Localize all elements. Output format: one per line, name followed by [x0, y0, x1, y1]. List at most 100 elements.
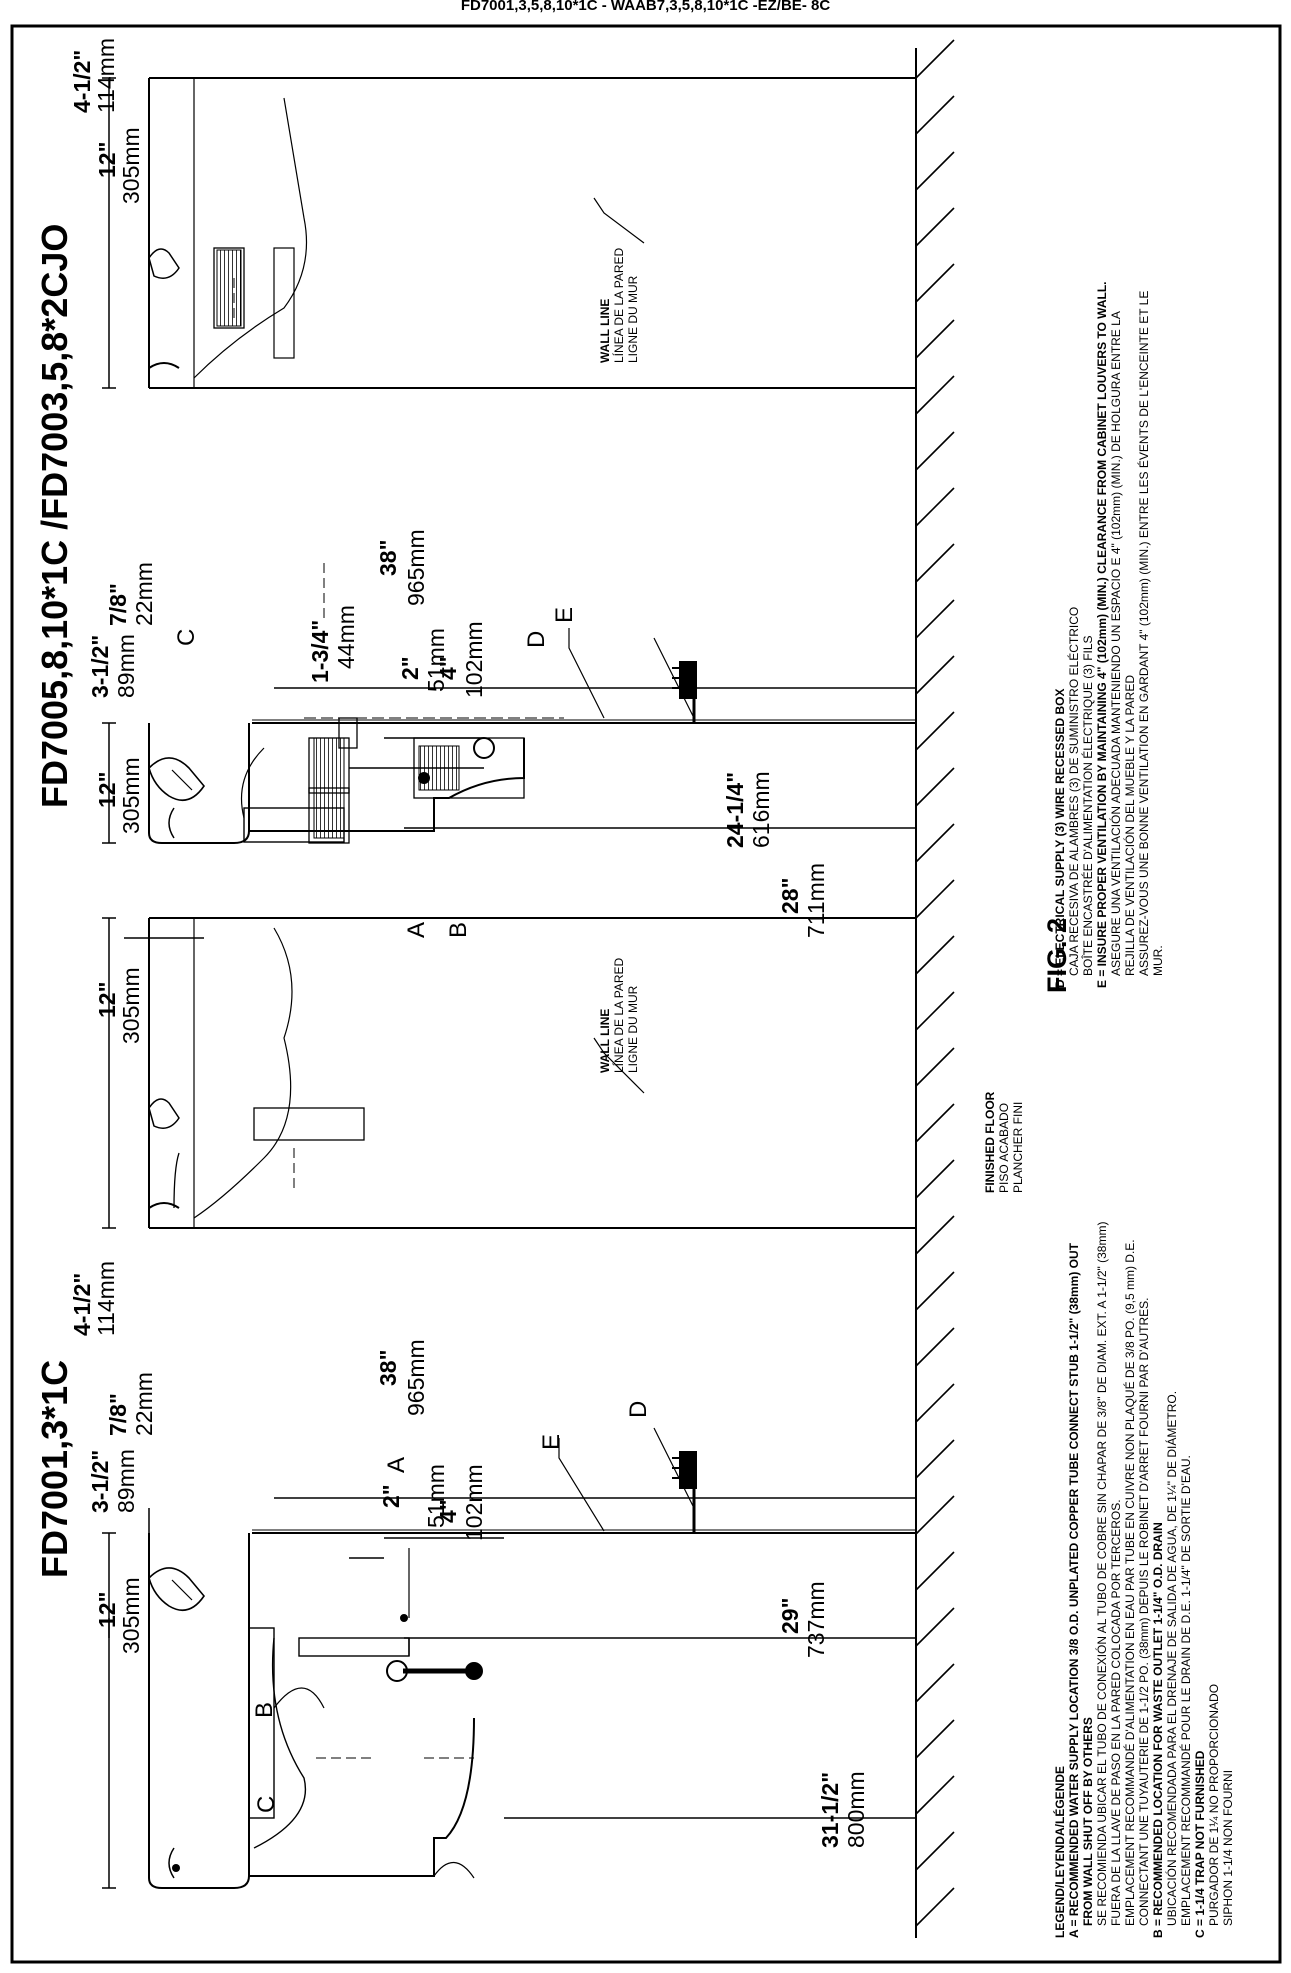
svg-text:PISO ACABADO: PISO ACABADO: [997, 1103, 1011, 1193]
svg-text:SIPHON 1-1/4 NON FOURNI: SIPHON 1-1/4 NON FOURNI: [1221, 1770, 1235, 1926]
dim-left-width-mm: 305mm: [118, 1577, 144, 1654]
svg-text:CONNECTANT UNE TUYAUTERIE DE 1: CONNECTANT UNE TUYAUTERIE DE 1-1/2 PO. (…: [1137, 1298, 1151, 1926]
svg-text:1-3/4": 1-3/4": [307, 620, 333, 683]
svg-text:2": 2": [378, 1484, 404, 1508]
callout-b-right: B: [445, 922, 472, 938]
svg-text:305mm: 305mm: [118, 127, 144, 204]
svg-text:22mm: 22mm: [131, 562, 157, 626]
callouts: C B A E D C A B E D: [173, 607, 652, 1813]
page-header: FD7001,3,5,8,10*1C - WAAB7,3,5,8,10*1C -…: [460, 0, 831, 14]
svg-text:7/8": 7/8": [105, 1393, 131, 1436]
floor-hatch: [915, 319, 955, 359]
svg-text:E = INSURE PROPER VENTILATION: E = INSURE PROPER VENTILATION BY MAINTAI…: [1095, 281, 1109, 988]
left-unit: [148, 1427, 916, 1889]
svg-text:3-1/2": 3-1/2": [87, 1450, 113, 1513]
model-title-right: FD7005,8,10*1C /FD7003,5,8*2CJO: [34, 224, 75, 808]
svg-text:WALL LINE: WALL LINE: [598, 1009, 612, 1073]
svg-text:D = ELECTRICAL SUPPLY (3) WIRE: D = ELECTRICAL SUPPLY (3) WIRE RECESSED …: [1053, 688, 1067, 988]
floor-hatch: [915, 543, 955, 583]
left-side-view: [148, 917, 916, 1229]
svg-text:12": 12": [94, 772, 120, 809]
svg-text:51mm: 51mm: [423, 628, 449, 692]
floor-hatch: [915, 1271, 955, 1311]
floor-hatch-marks: [915, 39, 955, 1927]
svg-text:22mm: 22mm: [131, 1372, 157, 1436]
svg-text:LIGNE DU MUR: LIGNE DU MUR: [626, 985, 640, 1073]
svg-text:EMPLACEMENT RECOMMANDÉ POUR LE: EMPLACEMENT RECOMMANDÉ POUR LE DRAIN DE …: [1178, 1455, 1193, 1926]
callout-d-right: D: [523, 631, 550, 648]
floor-hatch: [915, 1719, 955, 1759]
svg-text:C = 1-1/4 TRAP NOT FURNISHED: C = 1-1/4 TRAP NOT FURNISHED: [1193, 1750, 1207, 1938]
floor-hatch: [915, 1663, 955, 1703]
floor-hatch: [915, 1047, 955, 1087]
linework: [915, 48, 917, 1938]
svg-text:102mm: 102mm: [461, 1464, 487, 1541]
svg-text:28": 28": [777, 878, 803, 915]
svg-text:EMPLACEMENT RECOMMANDÉ D'ALIME: EMPLACEMENT RECOMMANDÉ D'ALIMENTATION EN…: [1122, 1239, 1137, 1926]
svg-text:29": 29": [777, 1598, 803, 1635]
svg-text:965mm: 965mm: [403, 529, 429, 606]
callout-c-right: C: [173, 629, 200, 646]
svg-text:114mm: 114mm: [93, 1261, 119, 1336]
svg-text:31-1/2": 31-1/2": [817, 1772, 843, 1848]
drawing-sheet: FD7001,3*1C FD7005,8,10*1C /FD7003,5,8*2…: [4, 18, 1287, 1973]
right-unit: [148, 558, 916, 844]
floor-hatch: [915, 1887, 955, 1927]
svg-text:FROM WALL SHUT OFF BY OTHERS: FROM WALL SHUT OFF BY OTHERS: [1081, 1717, 1095, 1926]
callout-b-left: B: [251, 1702, 278, 1718]
svg-text:4": 4": [435, 656, 461, 680]
svg-text:2": 2": [397, 656, 423, 680]
floor-hatch: [915, 991, 955, 1031]
floor-hatch: [915, 1831, 955, 1871]
callout-a-right: A: [403, 922, 430, 938]
floor-hatch: [915, 1607, 955, 1647]
callout-e-left: E: [538, 1434, 565, 1450]
svg-text:51mm: 51mm: [423, 1464, 449, 1528]
svg-text:REJILLA DE VENTILACIÓN DEL MUE: REJILLA DE VENTILACIÓN DEL MUEBLE Y LA P…: [1122, 675, 1137, 976]
svg-text:4-1/2": 4-1/2": [69, 50, 95, 113]
wall-line-label-left: WALL LINE LÍNEA DE LA PARED LIGNE DU MUR: [598, 958, 640, 1073]
svg-text:FINISHED FLOOR: FINISHED FLOOR: [983, 1091, 997, 1193]
installation-drawing: FD7001,3*1C FD7005,8,10*1C /FD7003,5,8*2…: [10, 24, 1282, 1964]
callout-a-left: A: [383, 1457, 410, 1473]
svg-text:ASEGURE UNA VENTILACIÓN ADECUA: ASEGURE UNA VENTILACIÓN ADECUADA MANTENI…: [1108, 311, 1123, 976]
floor-hatch: [915, 95, 955, 135]
floor-hatch: [915, 655, 955, 695]
floor-hatch: [915, 767, 955, 807]
svg-text:BOÎTE ENCASTRÉE D'ALIMENTATION: BOÎTE ENCASTRÉE D'ALIMENTATION ÉLECTRIQU…: [1080, 635, 1095, 976]
svg-text:102mm: 102mm: [461, 621, 487, 698]
svg-text:711mm: 711mm: [803, 863, 829, 938]
callout-c-left: C: [253, 1796, 280, 1813]
svg-text:4": 4": [435, 1499, 461, 1523]
svg-text:616mm: 616mm: [748, 771, 774, 848]
svg-text:ASSUREZ-VOUS UNE BONNE VENTILA: ASSUREZ-VOUS UNE BONNE VENTILATION EN GA…: [1136, 291, 1151, 976]
svg-text:38": 38": [375, 1350, 401, 1387]
svg-text:38": 38": [375, 540, 401, 577]
svg-text:965mm: 965mm: [403, 1339, 429, 1416]
floor-hatch: [915, 487, 955, 527]
svg-text:12": 12": [94, 982, 120, 1019]
floor-hatch: [915, 1775, 955, 1815]
svg-text:FUERA DE LA LLAVE DE PASO EN L: FUERA DE LA LLAVE DE PASO EN LA PARED CO…: [1109, 1499, 1123, 1926]
floor-hatch: [915, 879, 955, 919]
dimension-lines: [102, 77, 916, 1889]
svg-text:LÍNEA DE LA PARED: LÍNEA DE LA PARED: [611, 958, 626, 1073]
floor-hatch: [915, 39, 955, 79]
right-side-view: [148, 77, 916, 389]
svg-text:PURGADOR DE 1¼ NO PROPORCIONAD: PURGADOR DE 1¼ NO PROPORCIONADO: [1207, 1684, 1221, 1926]
svg-text:305mm: 305mm: [118, 757, 144, 834]
svg-text:89mm: 89mm: [113, 634, 139, 698]
floor-hatch: [915, 1103, 955, 1143]
svg-text:WALL LINE: WALL LINE: [598, 299, 612, 363]
floor-hatch: [915, 599, 955, 639]
floor-hatch: [915, 1215, 955, 1255]
floor-hatch: [915, 151, 955, 191]
svg-text:12": 12": [94, 142, 120, 179]
svg-text:A = RECOMMENDED WATER SUPPLY L: A = RECOMMENDED WATER SUPPLY LOCATION 3/…: [1067, 1242, 1081, 1938]
floor-hatch: [915, 1159, 955, 1199]
sheet-border: [10, 24, 1282, 1964]
model-titles: FD7001,3*1C FD7005,8,10*1C /FD7003,5,8*2…: [34, 224, 75, 1578]
svg-text:737mm: 737mm: [803, 1581, 829, 1658]
svg-text:800mm: 800mm: [843, 1771, 869, 1848]
floor-hatch: [915, 935, 955, 975]
